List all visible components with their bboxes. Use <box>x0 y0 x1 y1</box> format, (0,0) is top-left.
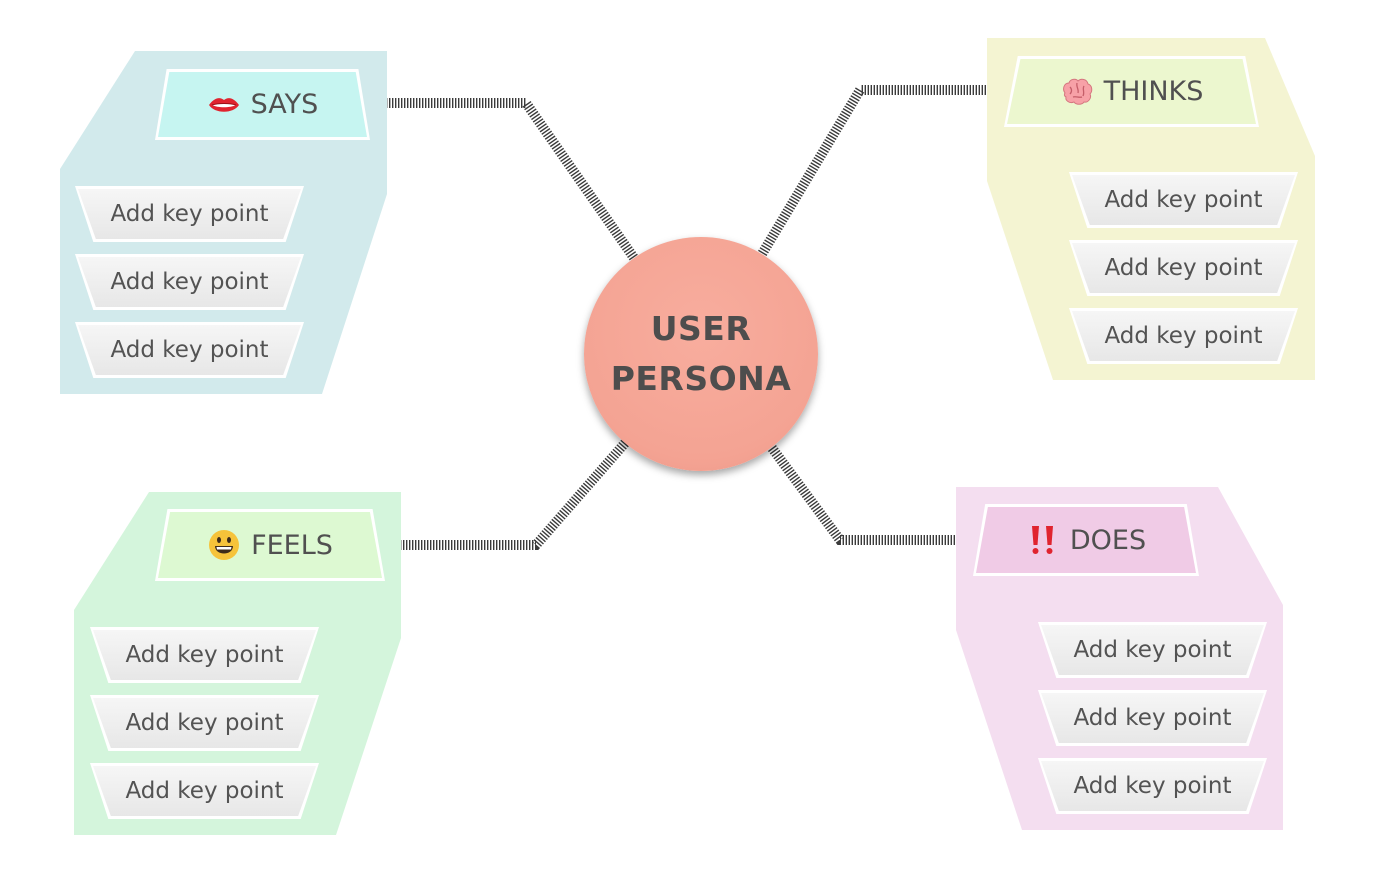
says-label: SAYS <box>250 89 319 120</box>
says-connector <box>356 98 639 261</box>
feels-key-point-1[interactable]: Add key point <box>90 627 319 683</box>
says-key-point-1[interactable]: Add key point <box>75 186 304 242</box>
thinks-header[interactable]: THINKS <box>1004 56 1259 127</box>
does-header[interactable]: DOES <box>973 504 1199 576</box>
brain-icon <box>1060 75 1094 109</box>
lips-icon <box>207 88 241 122</box>
thinks-key-point-2[interactable]: Add key point <box>1069 240 1298 296</box>
feels-key-point-2[interactable]: Add key point <box>90 695 319 751</box>
center-title-line2: PERSONA <box>610 359 792 398</box>
grinning-face-icon <box>207 528 241 562</box>
user-persona-circle[interactable]: USER PERSONA <box>584 237 818 471</box>
says-key-point-2[interactable]: Add key point <box>75 254 304 310</box>
does-key-point-3[interactable]: Add key point <box>1038 758 1267 814</box>
does-label: DOES <box>1069 524 1147 556</box>
says-key-point-3[interactable]: Add key point <box>75 322 304 378</box>
says-header[interactable]: SAYS <box>155 69 370 140</box>
thinks-label: THINKS <box>1103 76 1204 107</box>
thinks-key-point-1[interactable]: Add key point <box>1069 172 1298 228</box>
thinks-key-point-3[interactable]: Add key point <box>1069 308 1298 364</box>
double-exclamation-icon <box>1026 523 1060 557</box>
does-key-point-2[interactable]: Add key point <box>1038 690 1267 746</box>
feels-label: FEELS <box>251 529 333 561</box>
does-connector <box>767 445 988 545</box>
center-title-line1: USER <box>650 309 752 348</box>
does-key-point-1[interactable]: Add key point <box>1038 622 1267 678</box>
thinks-connector <box>757 85 1022 257</box>
feels-header[interactable]: FEELS <box>155 509 385 581</box>
feels-key-point-3[interactable]: Add key point <box>90 763 319 819</box>
feels-connector <box>370 439 629 550</box>
